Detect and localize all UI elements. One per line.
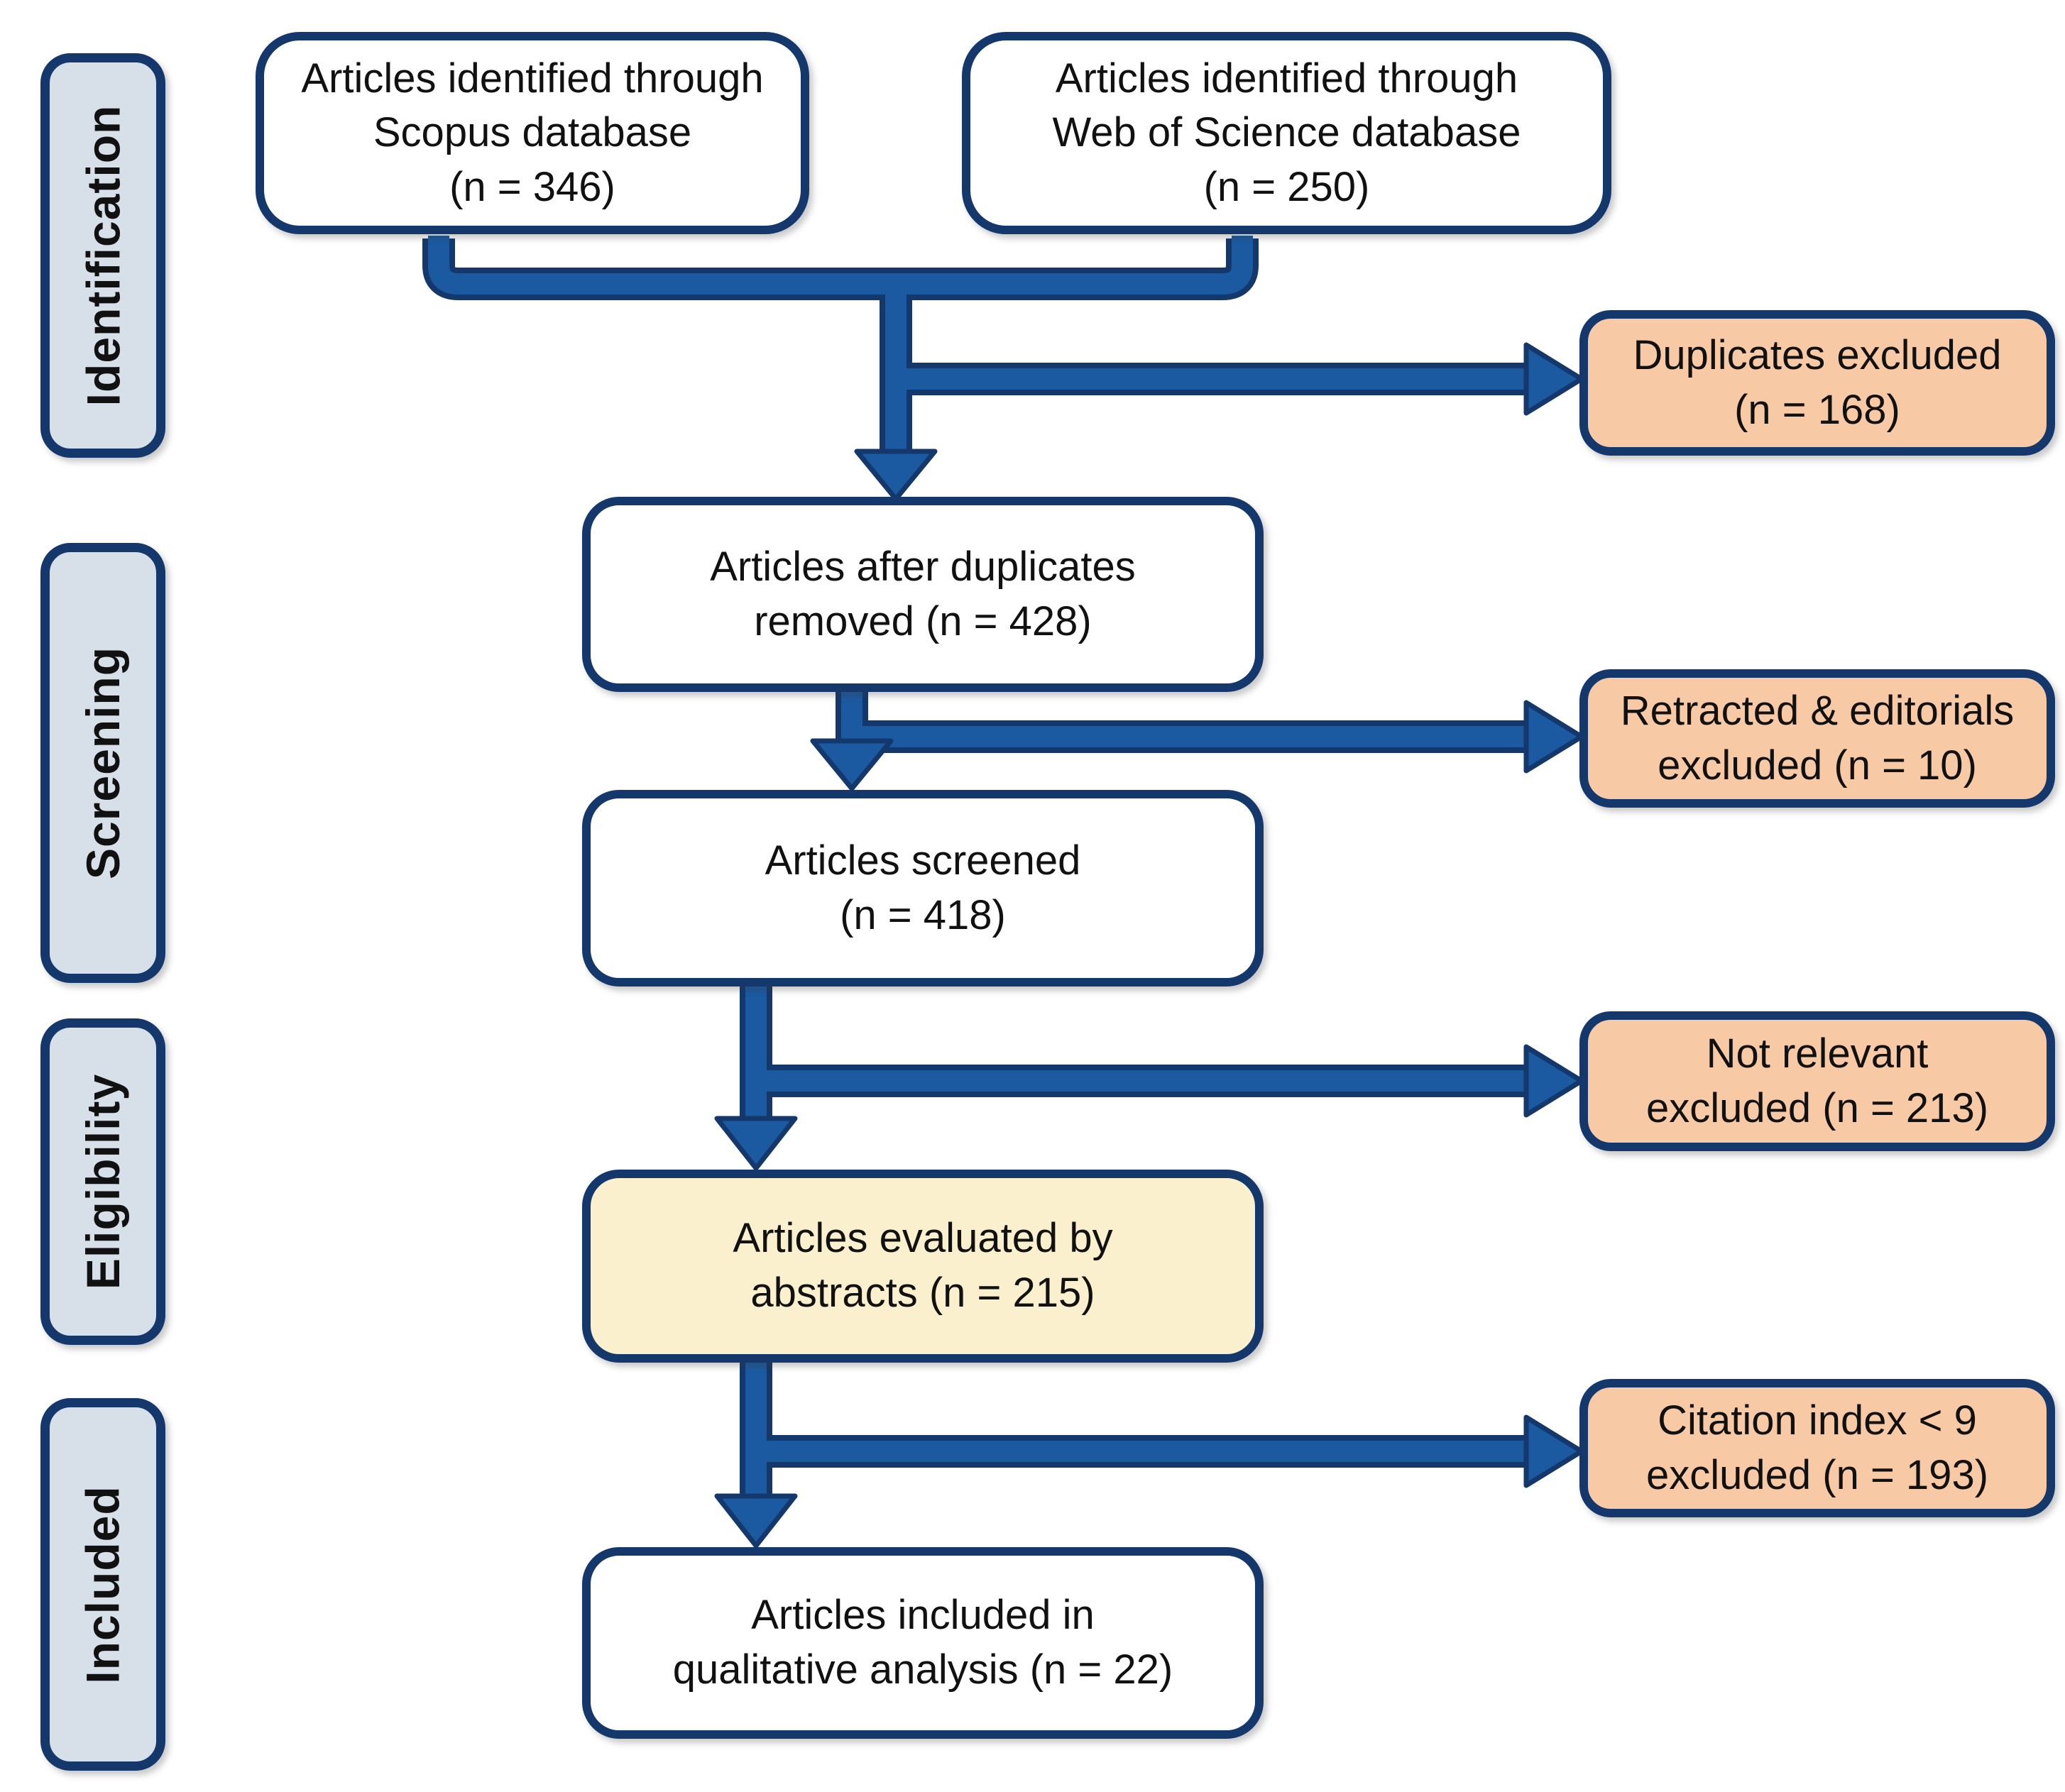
box-not-relevant-excluded: Not relevant excluded (n = 213) bbox=[1579, 1011, 2055, 1151]
arrowhead-right-icon bbox=[1523, 1414, 1584, 1488]
stage-included: Included bbox=[40, 1398, 165, 1771]
box-articles-screened: Articles screened (n = 418) bbox=[582, 790, 1264, 986]
arrowhead-down-icon bbox=[714, 1116, 798, 1171]
stage-label: Identification bbox=[77, 104, 130, 407]
box-scopus-source: Articles identified through Scopus datab… bbox=[256, 32, 809, 234]
stage-identification: Identification bbox=[40, 53, 165, 458]
box-after-duplicates-removed: Articles after duplicates removed (n = 4… bbox=[582, 497, 1264, 692]
box-evaluated-by-abstracts: Articles evaluated by abstracts (n = 215… bbox=[582, 1170, 1264, 1363]
box-web-of-science-source: Articles identified through Web of Scien… bbox=[962, 32, 1611, 234]
arrowhead-down-icon bbox=[854, 449, 938, 502]
arrowhead-right-icon bbox=[1523, 700, 1584, 774]
arrowhead-right-icon bbox=[1523, 342, 1584, 416]
stage-screening: Screening bbox=[40, 543, 165, 983]
stage-label: Eligibility bbox=[77, 1073, 130, 1290]
arrowhead-down-icon bbox=[810, 738, 894, 791]
merge-connector bbox=[428, 236, 1253, 295]
stage-label: Included bbox=[77, 1485, 130, 1684]
stage-label: Screening bbox=[77, 646, 130, 880]
box-retracted-editorials-excluded: Retracted & editorials excluded (n = 10) bbox=[1579, 669, 2055, 808]
box-duplicates-excluded: Duplicates excluded (n = 168) bbox=[1579, 310, 2055, 456]
stage-eligibility: Eligibility bbox=[40, 1018, 165, 1345]
box-citation-index-excluded: Citation index < 9 excluded (n = 193) bbox=[1579, 1379, 2055, 1517]
arrowhead-down-icon bbox=[714, 1493, 798, 1549]
arrowhead-right-icon bbox=[1523, 1044, 1584, 1118]
box-included-qualitative-analysis: Articles included in qualitative analysi… bbox=[582, 1547, 1264, 1739]
